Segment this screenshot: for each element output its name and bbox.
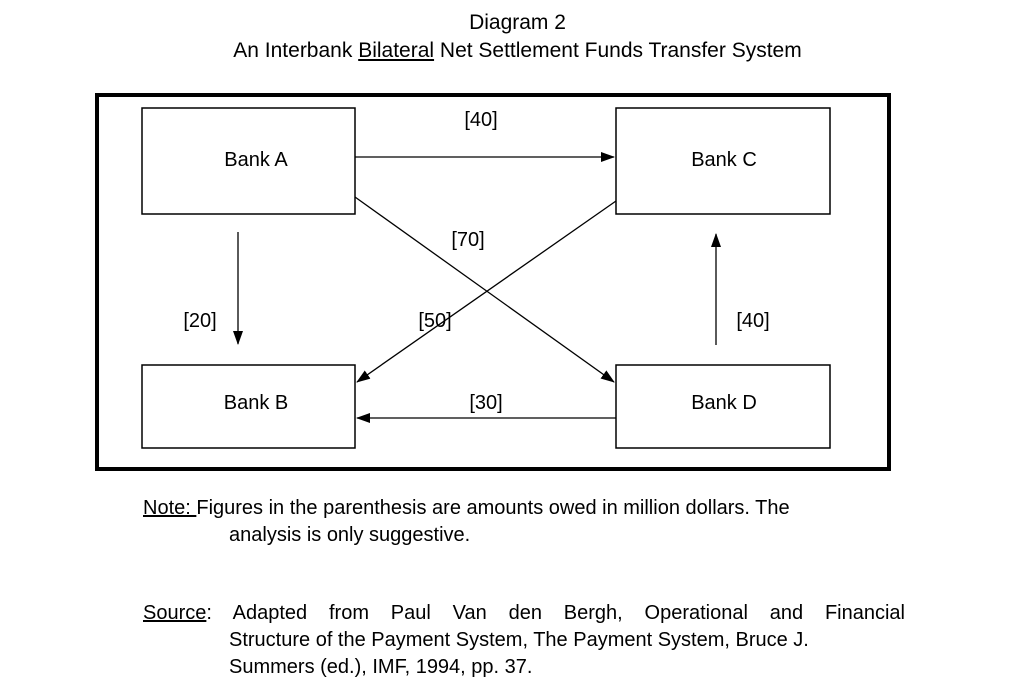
arrow-a-to-d — [354, 196, 615, 383]
arrow-c-to-b — [356, 200, 617, 383]
note-line-1: Note: Figures in the parenthesis are amo… — [143, 495, 790, 522]
bank-c-label: Bank C — [691, 149, 757, 171]
subtitle-part-2: Net Settlement Funds Transfer System — [434, 39, 802, 62]
edge-label-a-d: [70] — [451, 229, 484, 251]
subtitle-part-1: An Interbank — [233, 39, 359, 62]
edge-label-a-c: [40] — [464, 109, 497, 131]
edge-label-d-c: [40] — [736, 310, 769, 332]
edge-label-c-b: [50] — [418, 310, 451, 332]
outer-frame — [95, 93, 891, 471]
source-text-1: : Adapted from Paul Van den Bergh, Opera… — [206, 602, 905, 624]
note-text-1: Figures in the parenthesis are amounts o… — [196, 497, 790, 519]
bank-c-box — [615, 107, 831, 215]
source-line-3: Summers (ed.), IMF, 1994, pp. 37. — [229, 656, 533, 678]
source-line-2: Structure of the Payment System, The Pay… — [229, 629, 809, 651]
bank-b-label: Bank B — [224, 392, 288, 414]
source-label: Source — [143, 602, 207, 624]
bank-a-label: Bank A — [224, 149, 288, 171]
source-line-1: Source: Adapted from Paul Van den Bergh,… — [143, 600, 905, 627]
note-line-2: analysis is only suggestive. — [229, 524, 471, 546]
edge-label-a-b: [20] — [183, 310, 216, 332]
bank-d-box — [615, 364, 831, 449]
bank-a-box — [141, 107, 356, 215]
subtitle-underlined-word: Bilateral — [358, 39, 435, 62]
bank-b-box — [141, 364, 356, 449]
bank-d-label: Bank D — [691, 392, 757, 414]
diagram-subtitle: An Interbank Bilateral Net Settlement Fu… — [0, 39, 1035, 63]
note-label: Note: — [143, 497, 197, 519]
diagram-title: Diagram 2 — [469, 11, 566, 34]
edge-label-d-b: [30] — [469, 392, 502, 414]
